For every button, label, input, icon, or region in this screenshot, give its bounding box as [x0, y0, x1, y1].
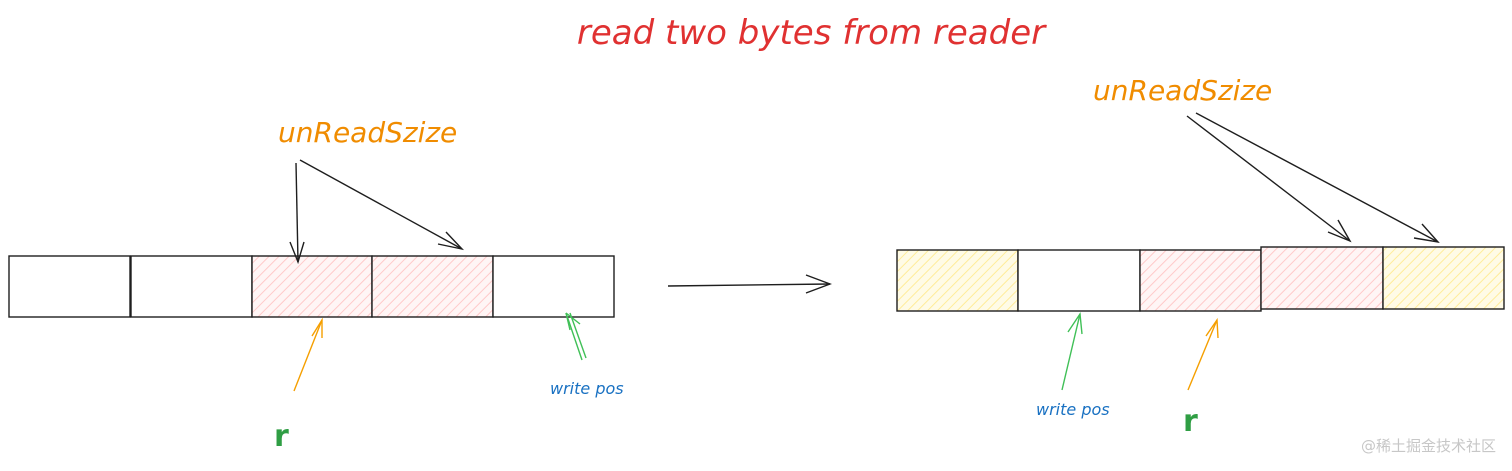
left-cell-2 — [130, 255, 253, 318]
right-unread-arrows — [1186, 112, 1440, 244]
right-cell-2 — [1017, 249, 1141, 312]
right-write-pos-label: write pos — [1036, 400, 1110, 419]
left-cell-1 — [8, 255, 131, 318]
left-buffer — [8, 255, 615, 318]
right-unread-label: unReadSzize — [1093, 74, 1272, 107]
left-reader-label: r — [274, 419, 289, 454]
right-cell-3-unread — [1139, 249, 1262, 312]
left-cell-4-unread — [371, 255, 494, 318]
left-unread-label: unReadSzize — [278, 116, 457, 149]
watermark: @稀土掘金技术社区 — [1361, 437, 1496, 455]
right-cell-1-pending — [896, 249, 1019, 312]
left-write-pos-label: write pos — [550, 379, 624, 398]
left-unread-arrows — [289, 159, 465, 265]
right-reader-arrow — [1187, 317, 1219, 391]
left-cell-3-unread — [251, 255, 373, 318]
right-buffer — [896, 246, 1505, 312]
diagram-title: read two bytes from reader — [577, 13, 1047, 53]
left-write-pos-arrow — [565, 312, 587, 361]
right-reader-label: r — [1183, 404, 1198, 439]
right-write-pos-arrow — [1061, 311, 1083, 391]
left-reader-arrow — [293, 317, 323, 392]
right-cell-5-pending — [1382, 246, 1505, 310]
transition-arrow — [667, 274, 832, 294]
right-cell-4-unread — [1260, 246, 1384, 310]
left-cell-5 — [492, 255, 615, 318]
